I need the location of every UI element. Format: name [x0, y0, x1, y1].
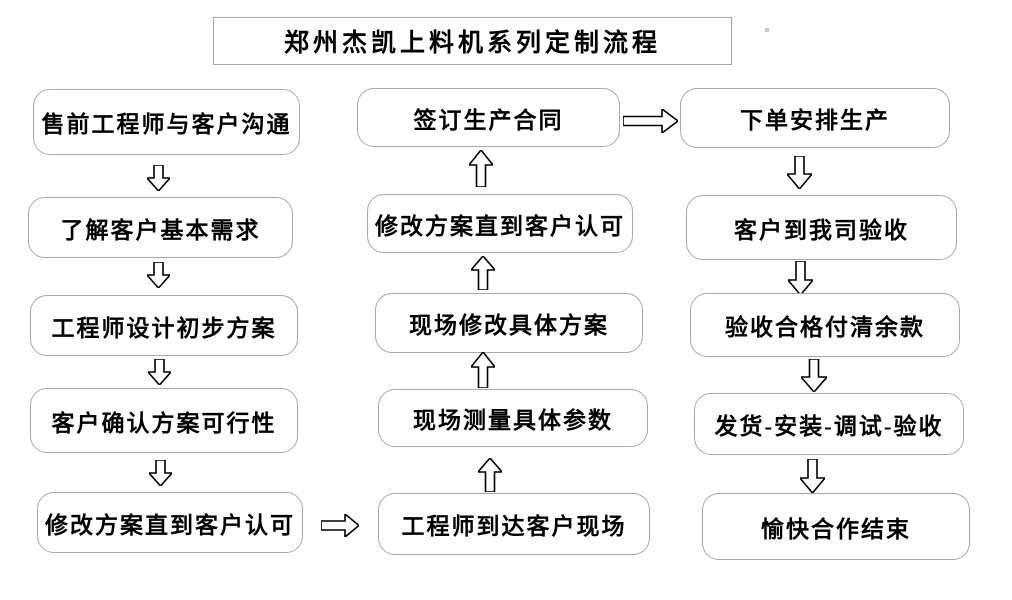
down-arrow-icon: [801, 359, 827, 392]
right-arrow-icon: [321, 514, 359, 537]
node-ship-install-debug-accept: 发货-安装-调试-验收: [694, 393, 964, 455]
up-arrow-icon: [478, 458, 502, 492]
node-happy-cooperation-end: 愉快合作结束: [702, 493, 970, 560]
node-customer-confirm-feasibility: 客户确认方案可行性: [30, 388, 298, 453]
down-arrow-icon: [787, 156, 812, 189]
node-label: 客户确认方案可行性: [51, 410, 277, 436]
node-label: 发货-安装-调试-验收: [714, 414, 944, 439]
node-label: 签订生产合同: [413, 107, 564, 133]
down-arrow-icon: [788, 261, 813, 295]
node-presales-communication: 售前工程师与客户沟通: [33, 89, 300, 155]
right-arrow-icon: [623, 109, 678, 133]
up-arrow-icon: [471, 352, 495, 388]
up-arrow-icon: [471, 256, 495, 290]
node-engineer-initial-design: 工程师设计初步方案: [30, 295, 298, 356]
node-pay-balance-after-acceptance: 验收合格付清余款: [690, 293, 960, 357]
flowchart-title: 郑州杰凯上料机系列定制流程: [213, 17, 732, 65]
stray-dot: [765, 28, 769, 32]
node-label: 工程师到达客户现场: [401, 514, 627, 539]
down-arrow-icon: [148, 359, 171, 385]
flowchart-title-label: 郑州杰凯上料机系列定制流程: [283, 30, 661, 57]
node-label: 修改方案直到客户认可: [45, 512, 295, 538]
down-arrow-icon: [149, 460, 172, 486]
node-label: 了解客户基本需求: [60, 217, 261, 243]
down-arrow-icon: [147, 165, 170, 191]
node-revise-until-approval-onsite: 修改方案直到客户认可: [367, 194, 633, 253]
node-label: 现场测量具体参数: [413, 408, 613, 433]
node-label: 修改方案直到客户认可: [375, 213, 625, 239]
node-revise-until-approval-presale: 修改方案直到客户认可: [37, 492, 303, 553]
node-label: 下单安排生产: [740, 108, 890, 133]
node-label: 客户到我司验收: [734, 217, 909, 243]
node-sign-production-contract: 签订生产合同: [357, 88, 620, 147]
node-label: 现场修改具体方案: [409, 313, 609, 338]
node-label: 验收合格付清余款: [725, 315, 925, 340]
node-customer-onsite-acceptance: 客户到我司验收: [686, 195, 957, 260]
down-arrow-icon: [800, 459, 825, 493]
node-label: 愉快合作结束: [761, 516, 911, 542]
node-onsite-modify-plan: 现场修改具体方案: [375, 293, 643, 353]
up-arrow-icon: [469, 150, 493, 187]
node-label: 售前工程师与客户沟通: [41, 112, 292, 137]
node-place-order-production: 下单安排生产: [680, 88, 950, 148]
down-arrow-icon: [147, 262, 170, 288]
node-understand-basic-needs: 了解客户基本需求: [28, 197, 293, 258]
node-engineer-arrives-onsite: 工程师到达客户现场: [378, 493, 650, 555]
node-onsite-measure-parameters: 现场测量具体参数: [378, 389, 648, 447]
node-label: 工程师设计初步方案: [51, 315, 277, 341]
